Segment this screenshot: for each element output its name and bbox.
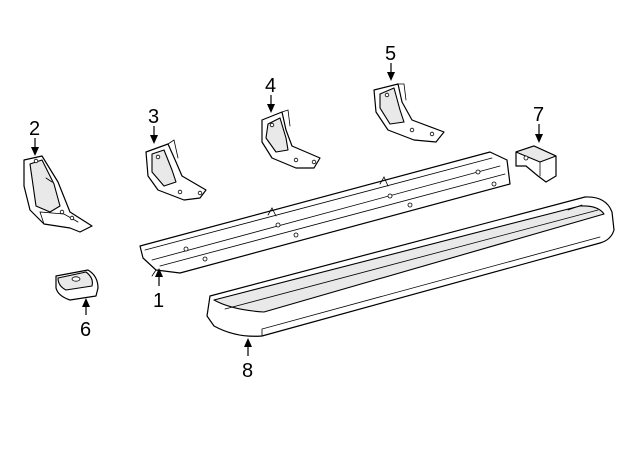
callout-1: 1 (153, 290, 164, 312)
part-8-running-board (206, 196, 615, 337)
part-5-bracket (373, 83, 445, 143)
callout-5: 5 (385, 43, 396, 65)
leader-4 (267, 95, 275, 113)
callout-4: 4 (265, 75, 276, 97)
part-1-step-rail (139, 151, 511, 277)
callout-2: 2 (29, 118, 40, 140)
leader-7 (535, 124, 543, 143)
leader-2 (31, 138, 39, 156)
part-7-clip (515, 145, 557, 183)
leader-8 (244, 338, 252, 356)
callout-6: 6 (80, 319, 91, 341)
leader-6 (82, 298, 90, 315)
part-4-bracket (261, 109, 321, 169)
part-6-end-cap (55, 269, 99, 301)
leader-5 (387, 63, 395, 81)
callout-8: 8 (242, 360, 253, 382)
leader-1 (155, 268, 163, 286)
part-3-bracket (145, 139, 207, 201)
callout-7: 7 (533, 104, 544, 126)
callout-3: 3 (148, 106, 159, 128)
leader-3 (150, 126, 158, 144)
part-2-bracket (23, 155, 93, 233)
